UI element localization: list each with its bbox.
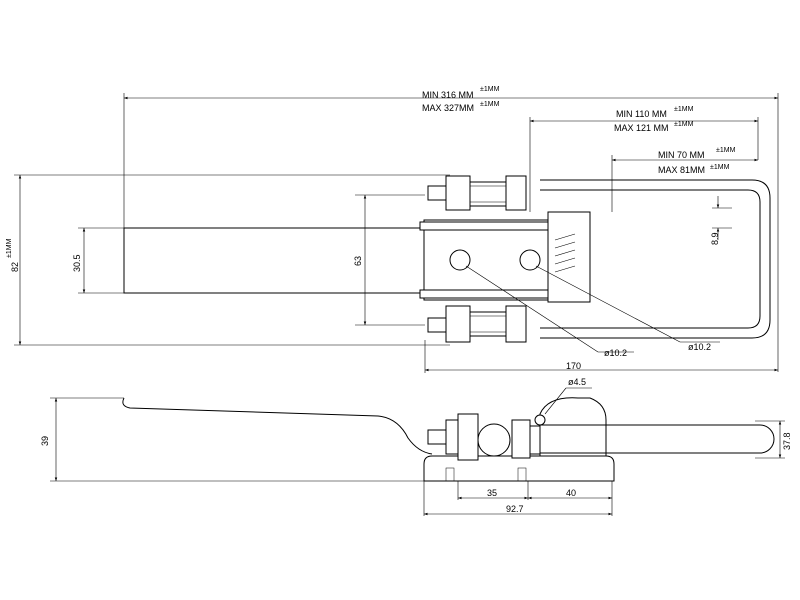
side-base: [423, 455, 615, 482]
hook-max-tol: ±1MM: [710, 164, 730, 171]
top-view: MIN 316 MM ±1MM MAX 327MM ±1MM MIN 110 M…: [6, 86, 779, 373]
overall-max-label: MAX 327MM: [422, 103, 474, 113]
pin-diameter-label: ø4.5: [568, 377, 586, 387]
side-view: 39 37.8 ø4.5 35 40 92.7: [40, 377, 792, 516]
hook-min-label: MIN 70 MM: [658, 150, 705, 160]
side-bracket: [539, 397, 607, 457]
pivot-pin: [534, 414, 546, 426]
edge-offset-label: 40: [566, 488, 576, 498]
overall-min-label: MIN 316 MM: [422, 90, 474, 100]
mid-max-tol: ±1MM: [674, 121, 694, 128]
ball-joint: [477, 423, 511, 457]
overall-min-tol: ±1MM: [480, 86, 500, 93]
side-wire: [540, 424, 775, 454]
bolt-bottom: [427, 305, 527, 343]
mid-min-tol: ±1MM: [674, 106, 694, 113]
hole-right-label: ø10.2: [688, 342, 711, 352]
side-base-length-label: 92.7: [506, 504, 524, 514]
wire-offset-label: 8.9: [710, 232, 720, 245]
height-value: 82: [10, 262, 20, 272]
handle-profile: [122, 397, 433, 455]
spring: [554, 233, 576, 273]
height-tol: ±1MM: [6, 238, 13, 258]
base-length-label: 170: [566, 361, 581, 371]
overall-max-tol: ±1MM: [480, 101, 500, 108]
mid-max-label: MAX 121 MM: [614, 123, 669, 133]
handle-width-label: 30.5: [72, 254, 82, 272]
plate-height-label: 63: [353, 256, 363, 266]
hook-max-label: MAX 81MM: [658, 165, 705, 175]
hole-left-label: ø10.2: [604, 348, 627, 358]
spring-housing: [547, 211, 591, 303]
hole-right: [519, 249, 541, 271]
hook-min-tol: ±1MM: [716, 147, 736, 154]
wire-diameter-label: 37.8: [782, 432, 792, 450]
wire-loop: [540, 179, 771, 339]
side-height-label: 39: [40, 436, 50, 446]
bolt-top: [427, 175, 527, 211]
mid-min-label: MIN 110 MM: [616, 109, 667, 119]
hole-spacing-label: 35: [487, 488, 497, 498]
hole-left: [449, 249, 471, 271]
